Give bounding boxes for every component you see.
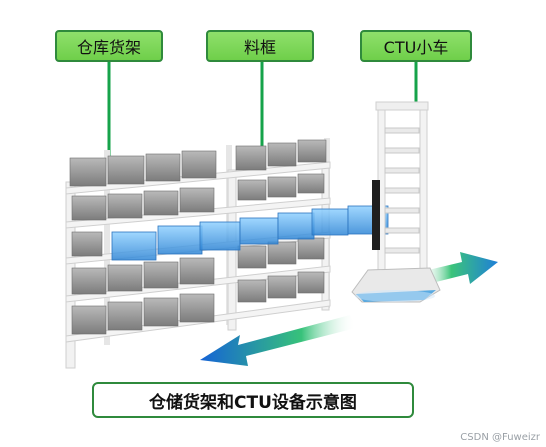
ctu-robot	[351, 101, 441, 303]
ctu-label-text: CTU小车	[383, 38, 449, 57]
blue-bins-moving	[111, 205, 389, 261]
rack-label: 仓库货架	[55, 30, 163, 62]
arrow-left-icon	[200, 315, 356, 366]
rack-label-text: 仓库货架	[76, 38, 141, 57]
ctu-label: CTU小车	[360, 30, 472, 62]
watermark: CSDN @Fuweizr	[460, 432, 540, 443]
grey-bins	[69, 139, 327, 335]
bin-label-text: 料框	[243, 38, 276, 57]
diagram-caption: 仓储货架和CTU设备示意图	[92, 382, 414, 418]
bin-label: 料框	[206, 30, 314, 62]
arrow-right-icon	[420, 252, 498, 284]
caption-text: 仓储货架和CTU设备示意图	[149, 392, 357, 413]
